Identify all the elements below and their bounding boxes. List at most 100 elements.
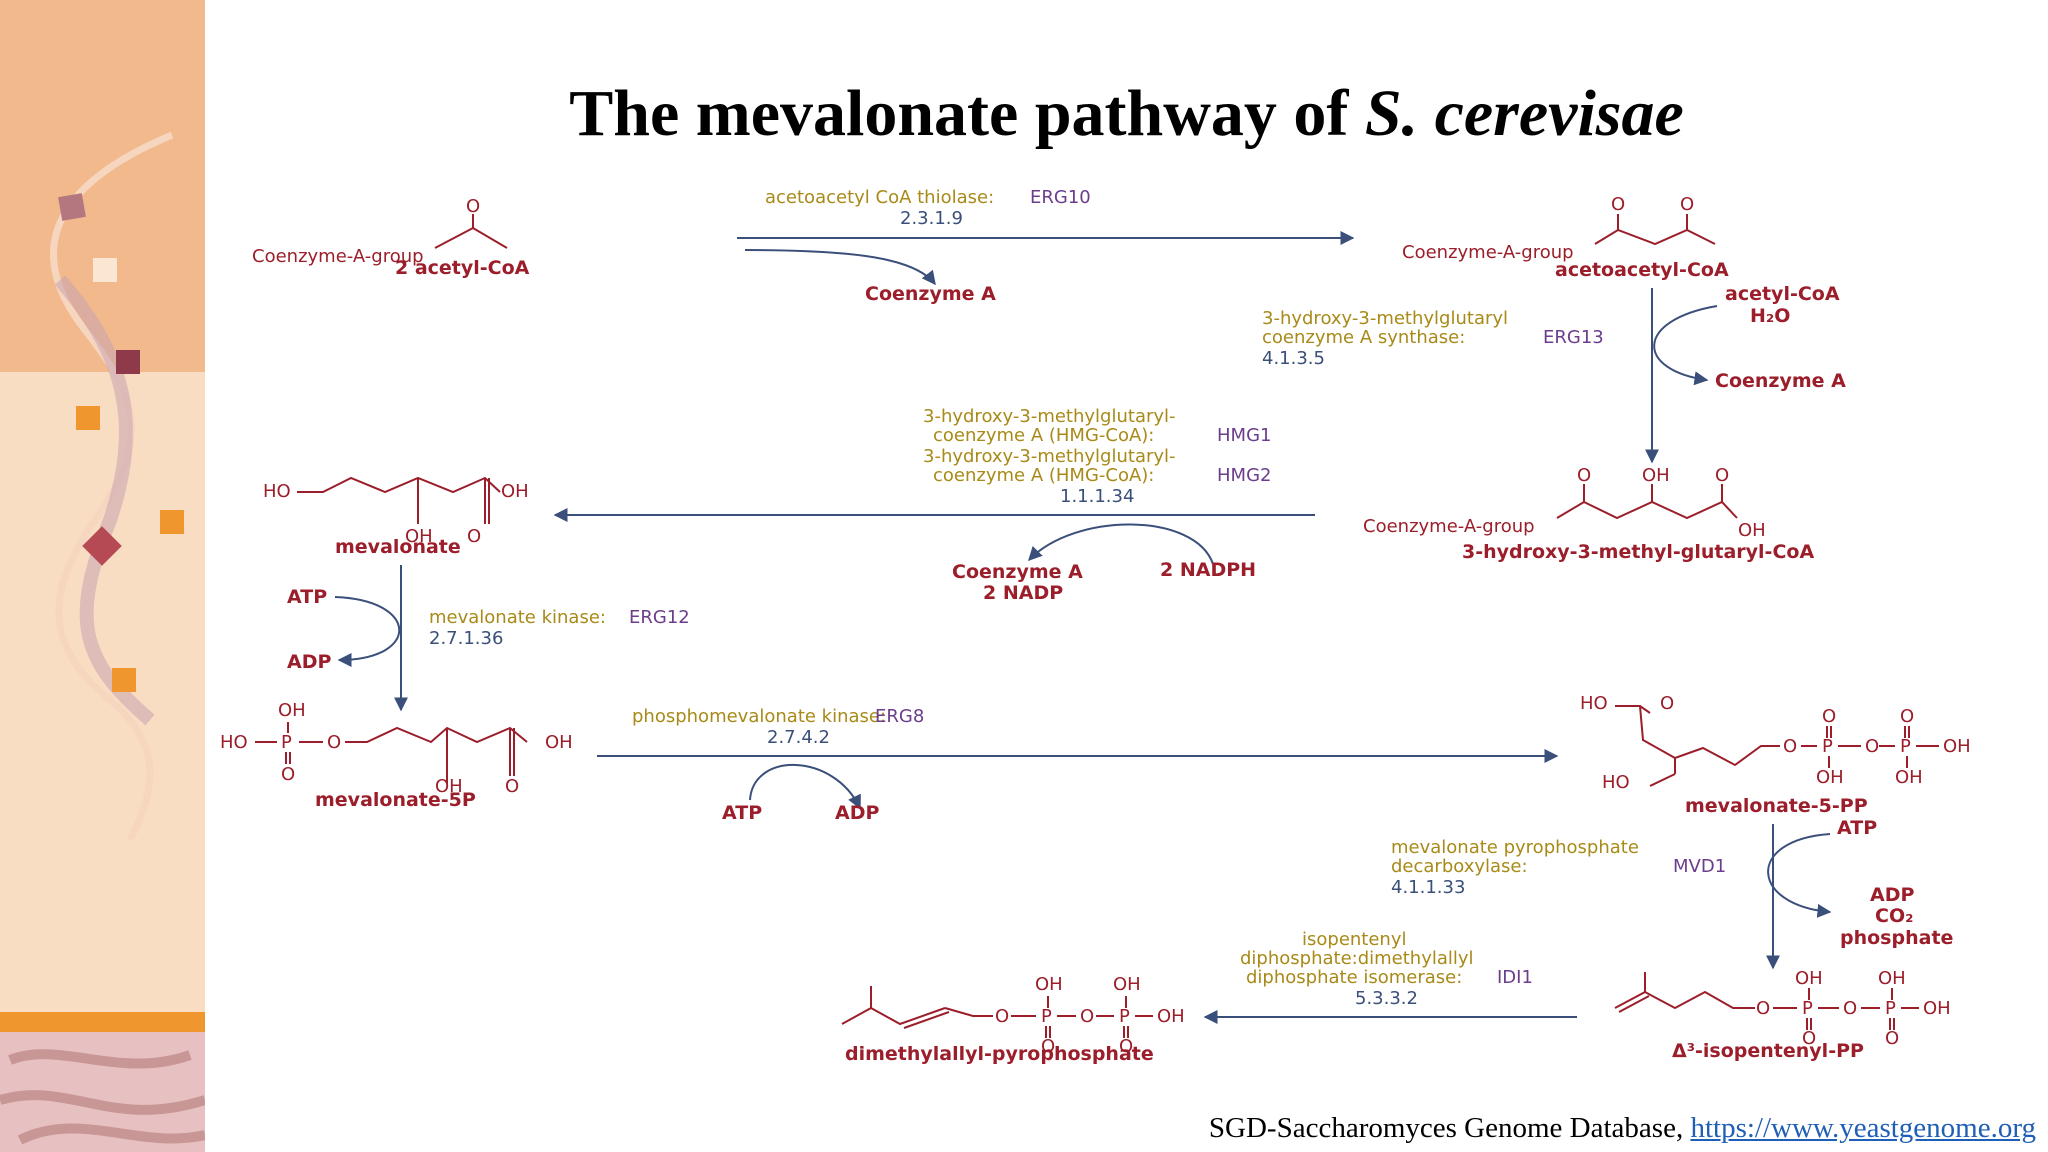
- compound-acetyl-coa: Coenzyme-A-group O 2 acetyl-CoA: [252, 196, 530, 279]
- enzyme-name: phosphomevalonate kinase:: [632, 706, 886, 727]
- bond-lines: [1556, 484, 1738, 520]
- compound-name: 2 acetyl-CoA: [395, 257, 530, 279]
- bond-lines: [841, 986, 993, 1029]
- reaction-erg10: acetoacetyl CoA thiolase: ERG10 2.3.1.9 …: [737, 187, 1355, 305]
- bridge-oxygen-1: O: [1756, 998, 1770, 1019]
- phosphorus-label-2: P: [1885, 998, 1896, 1019]
- oxygen-label-1: O: [1611, 194, 1625, 215]
- phosphate1-hydroxyl-top: OH: [1035, 974, 1063, 995]
- compound-dmapp: O OH P O O OH P O OH dimethylallyl-pyrop…: [841, 974, 1185, 1065]
- phosphate2-oxygen-top: O: [1900, 706, 1914, 727]
- gene-name: ERG8: [875, 706, 924, 727]
- hydroxyl-label-right: OH: [501, 481, 529, 502]
- enzyme-name-line1: 3-hydroxy-3-methylglutaryl: [1262, 308, 1508, 329]
- hydroxyl-label-bottom: OH: [435, 776, 463, 797]
- terminal-hydroxyl: OH: [1943, 736, 1971, 757]
- bond-lines: [434, 214, 508, 249]
- decorative-sidebar: [0, 0, 205, 1152]
- sidebar-mauve-curve: [54, 275, 155, 726]
- pathway-diagram: Coenzyme-A-group O 2 acetyl-CoA acetoace…: [220, 187, 1971, 1065]
- sidebar-diamond-7: [112, 668, 136, 692]
- phosphate-bonds: [1801, 726, 1939, 768]
- enzyme-name: mevalonate kinase:: [429, 607, 606, 628]
- byproduct-coenzyme-a: Coenzyme A: [865, 283, 996, 305]
- compound-name: acetoacetyl-CoA: [1555, 259, 1729, 281]
- compound-name: mevalonate-5P: [315, 789, 476, 811]
- enzyme-name-line2: coenzyme A synthase:: [1262, 327, 1465, 348]
- hydroxyl-label-2: OH: [1738, 520, 1766, 541]
- phosphorus-label-1: P: [1822, 736, 1833, 757]
- ec-number: 4.1.1.33: [1391, 877, 1465, 898]
- gene-name: ERG10: [1030, 187, 1091, 208]
- cofactor-water: H₂O: [1750, 305, 1790, 327]
- cofactor-curved-arrow: [749, 764, 861, 810]
- bridge-oxygen-2: O: [1865, 736, 1879, 757]
- phosphorus-label-1: P: [1041, 1006, 1052, 1027]
- bridge-oxygen-2: O: [1080, 1006, 1094, 1027]
- compound-mevalonate: HO OH OH O mevalonate: [263, 476, 529, 558]
- byproduct-phosphate: phosphate: [1840, 927, 1953, 949]
- bridge-oxygen-1: O: [1783, 736, 1797, 757]
- phosphate1-oxygen-bottom: O: [1802, 1028, 1816, 1049]
- bridge-oxygen-label: O: [327, 732, 341, 753]
- enzyme-name-line1: isopentenyl: [1302, 929, 1407, 950]
- coa-group-label: Coenzyme-A-group: [252, 246, 424, 267]
- enzyme-name-line2: diphosphate:dimethylallyl: [1240, 948, 1474, 969]
- phosphate1-hydroxyl: OH: [1816, 767, 1844, 788]
- phosphate1-oxygen-top: O: [1822, 706, 1836, 727]
- source-link[interactable]: https://www.yeastgenome.org: [1690, 1112, 2036, 1144]
- compound-name: 3-hydroxy-3-methyl-glutaryl-CoA: [1462, 541, 1814, 563]
- enzyme-name: acetoacetyl CoA thiolase:: [765, 187, 994, 208]
- phosphorus-label-2: P: [1119, 1006, 1130, 1027]
- phosphorus-label-1: P: [1802, 998, 1813, 1019]
- cofactor-acetyl-coa: acetyl-CoA: [1725, 283, 1840, 305]
- cofactor-curved-arrow: [1653, 305, 1718, 386]
- enzyme-name-line1: mevalonate pyrophosphate: [1391, 837, 1639, 858]
- phosphate-bonds: [1773, 988, 1919, 1030]
- phosphate1-hydroxyl-top: OH: [1795, 968, 1823, 989]
- cofactor-curved-arrow: [334, 596, 401, 667]
- coa-group-label: Coenzyme-A-group: [1402, 242, 1574, 263]
- cofactor-curved-arrow: [1767, 833, 1832, 918]
- hydroxyl-label-bottom: HO: [1602, 772, 1630, 793]
- oxygen-label: O: [505, 776, 519, 797]
- cofactor-atp: ATP: [1837, 817, 1877, 839]
- phosphate2-hydroxyl-top: OH: [1113, 974, 1141, 995]
- enzyme-name-line2: decarboxylase:: [1391, 856, 1528, 877]
- bridge-oxygen-2: O: [1843, 998, 1857, 1019]
- byproduct-adp: ADP: [1870, 884, 1914, 906]
- sidebar-diamond-1: [58, 193, 86, 221]
- byproduct-co2: CO₂: [1875, 905, 1913, 927]
- compound-acetoacetyl-coa: Coenzyme-A-group O O acetoacetyl-CoA: [1402, 194, 1729, 281]
- ec-number: 5.3.3.2: [1355, 988, 1418, 1009]
- coa-group-label: Coenzyme-A-group: [1363, 516, 1535, 537]
- sidebar-diamond-4: [76, 406, 100, 430]
- enzyme2-name-line1: 3-hydroxy-3-methylglutaryl-: [923, 446, 1176, 467]
- hydroxyl-label-left: HO: [263, 481, 291, 502]
- title-text: The mevalonate pathway of: [569, 77, 1365, 150]
- ec-number: 2.7.4.2: [767, 727, 830, 748]
- sidebar-diamond-3: [116, 350, 140, 374]
- byproduct-adp: ADP: [287, 651, 331, 673]
- gene-name: ERG12: [629, 607, 690, 628]
- bond-lines: [1594, 214, 1716, 246]
- oxygen-label: O: [467, 526, 481, 547]
- byproduct-arrow: [744, 249, 936, 286]
- carboxyl-oxygen-label: O: [1660, 693, 1674, 714]
- enzyme1-name-line2: coenzyme A (HMG-CoA):: [933, 425, 1154, 446]
- phosphate2-hydroxyl: OH: [1895, 767, 1923, 788]
- compound-name: mevalonate: [335, 536, 461, 558]
- phosphorus-label: P: [281, 732, 292, 753]
- gene-name: ERG13: [1543, 327, 1604, 348]
- phosphate2-hydroxyl-top: OH: [1878, 968, 1906, 989]
- compound-name: dimethylallyl-pyrophosphate: [845, 1043, 1154, 1065]
- byproduct-adp: ADP: [835, 802, 879, 824]
- gene-name: IDI1: [1497, 967, 1533, 988]
- title-organism: S. cerevisae: [1364, 77, 1684, 150]
- compound-name: Δ³-isopentenyl-PP: [1672, 1040, 1864, 1062]
- carboxyl-hydroxyl-label: HO: [1580, 693, 1608, 714]
- hydroxyl-label: OH: [1642, 465, 1670, 486]
- ec-number: 2.3.1.9: [900, 208, 963, 229]
- cofactor-curved-arrow: [1028, 523, 1214, 565]
- compound-ipp: O OH P O O OH P O OH Δ³-isopentenyl-PP: [1614, 968, 1951, 1062]
